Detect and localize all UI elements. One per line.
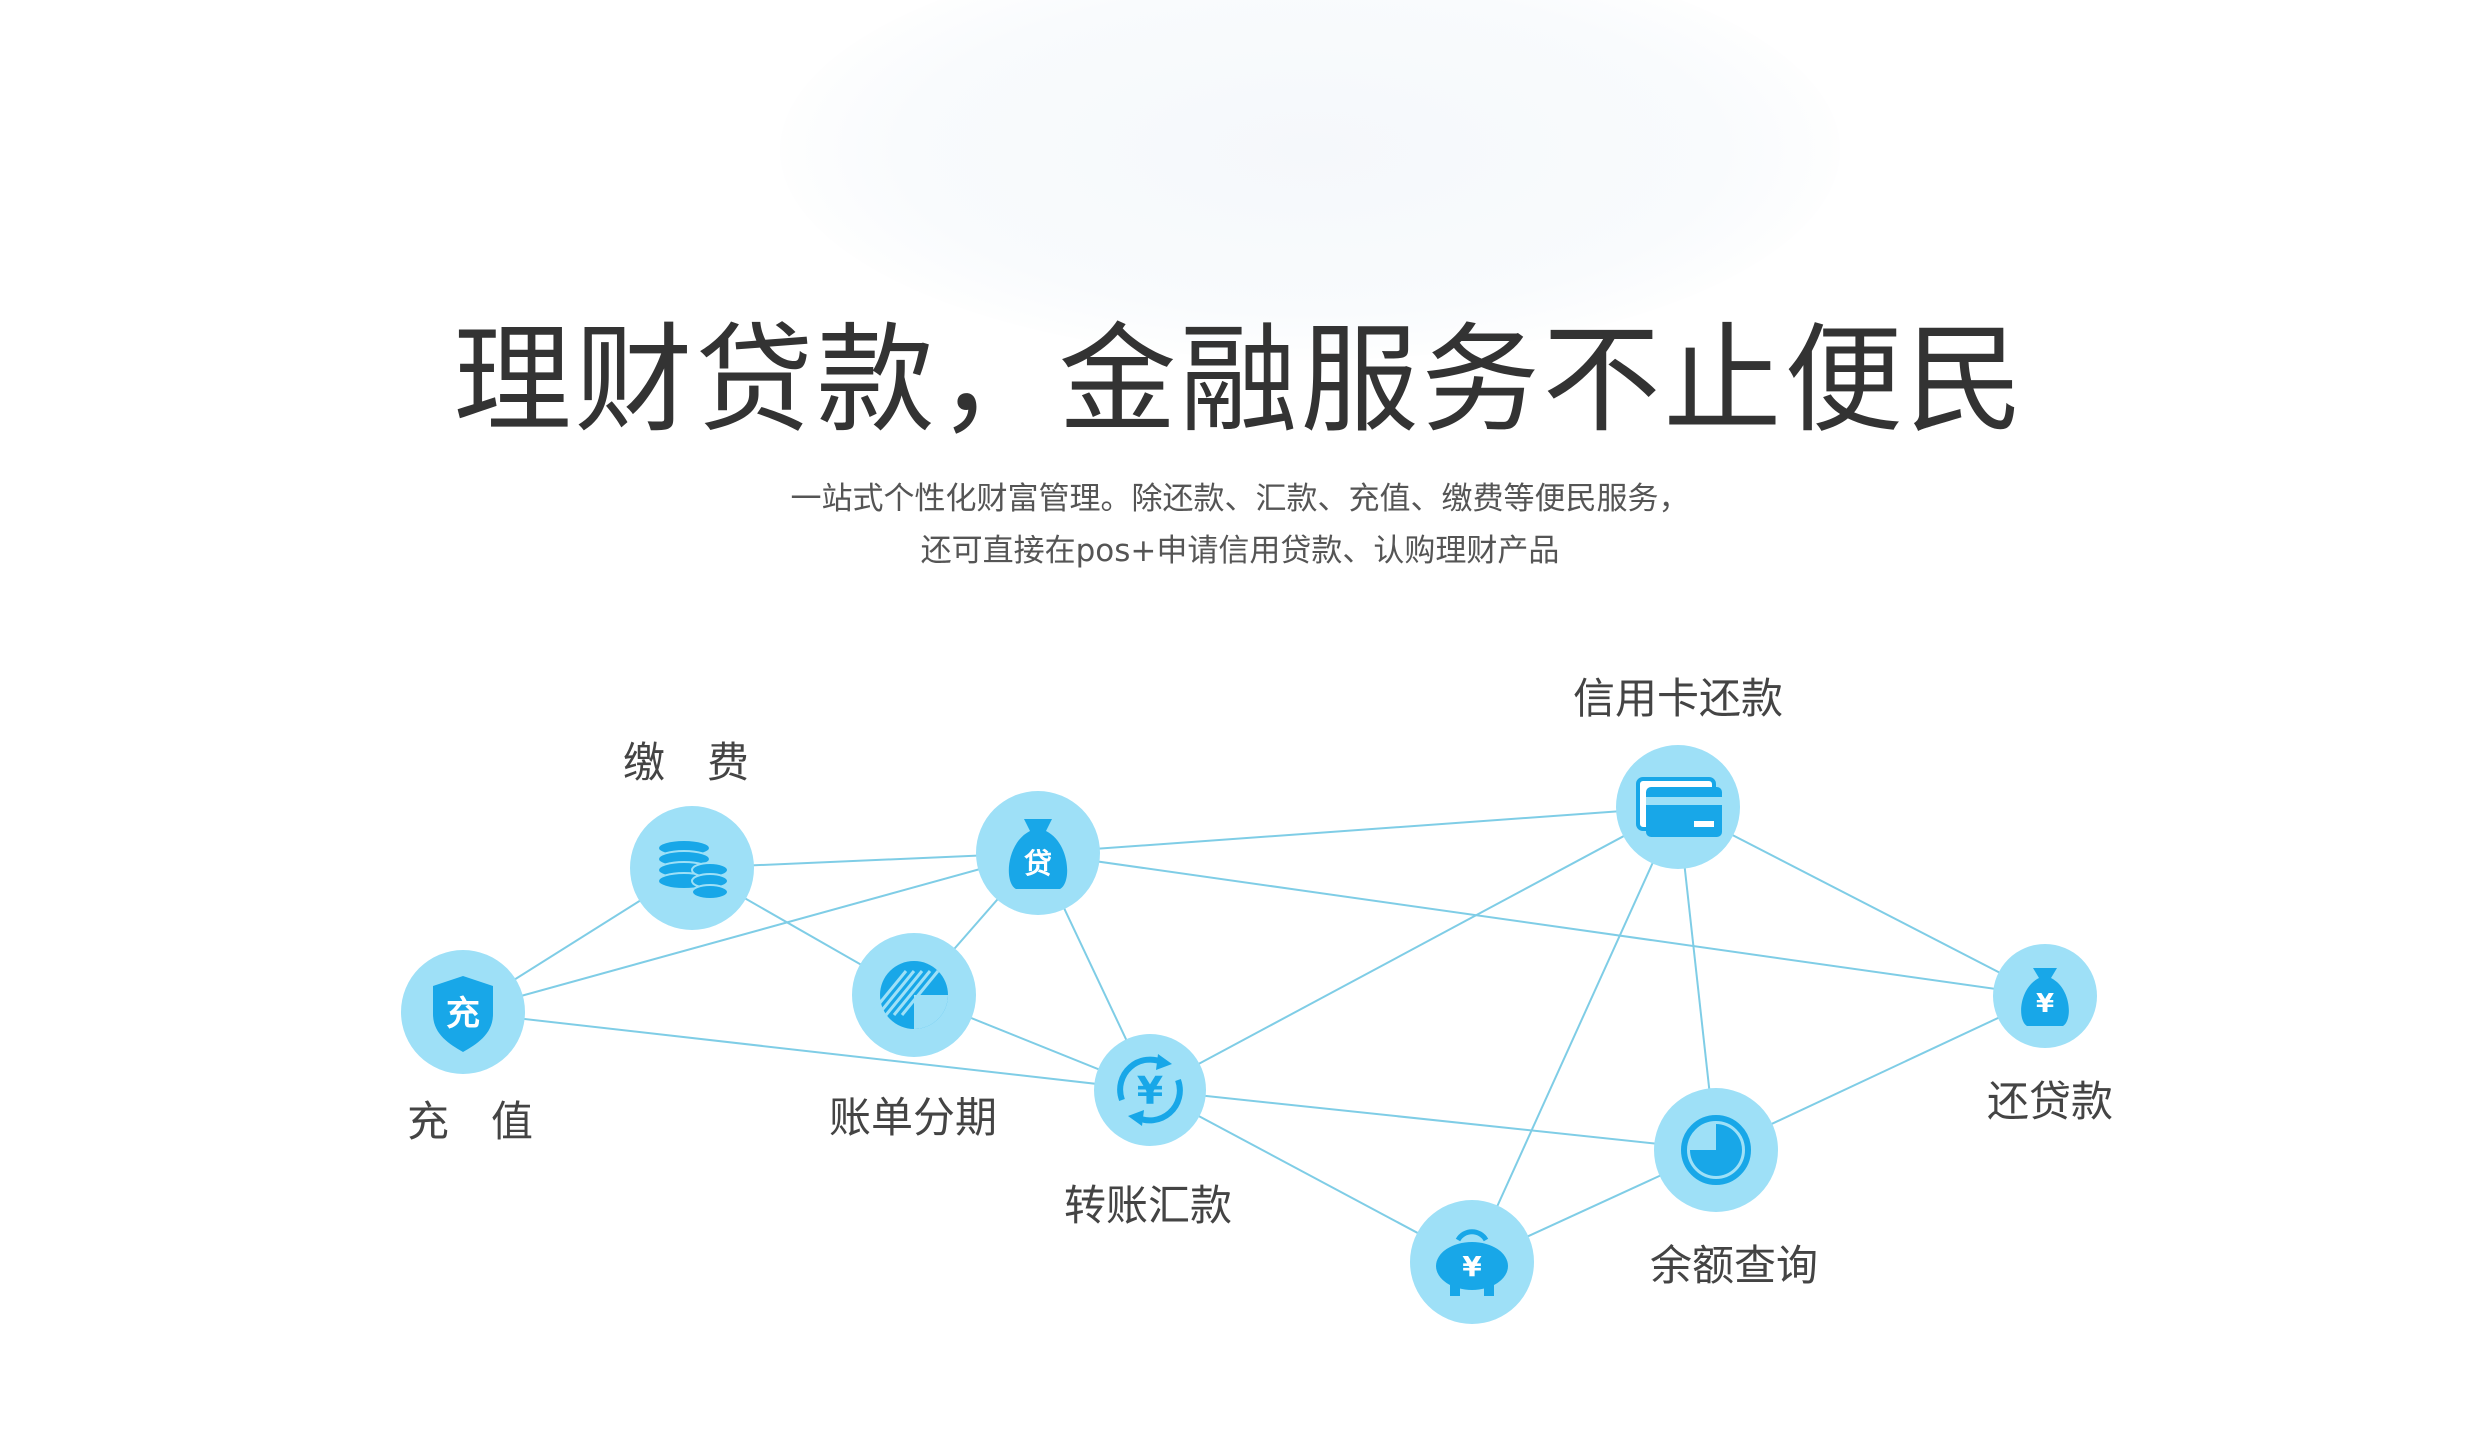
- quarter-circle-icon: [1681, 1115, 1751, 1185]
- label-installment: 账单分期: [828, 1093, 998, 1142]
- svg-text:¥: ¥: [1137, 1069, 1163, 1113]
- node-transfer[interactable]: ¥: [1094, 1034, 1206, 1146]
- label-transfer: 转账汇款: [1063, 1181, 1233, 1230]
- svg-text:¥: ¥: [1462, 1250, 1482, 1283]
- money-bag-icon: 贷: [1008, 819, 1068, 889]
- page-title: 理财贷款，金融服务不止便民: [453, 311, 2027, 449]
- svg-text:贷: 贷: [1024, 847, 1052, 880]
- node-recharge[interactable]: 充: [401, 950, 525, 1074]
- yuan-bag-icon: ¥: [2021, 968, 2069, 1026]
- network-nodes: 充 贷 ¥ ¥ ¥: [401, 745, 2097, 1324]
- background-cloud: [780, 0, 1840, 360]
- credit-card-icon: [1636, 777, 1722, 837]
- node-piggy[interactable]: ¥: [1410, 1200, 1534, 1324]
- svg-text:充: 充: [446, 994, 480, 1034]
- edge-loan-creditcard: [1037, 806, 1679, 854]
- shield-icon: 充: [433, 976, 493, 1052]
- node-creditcard[interactable]: [1616, 745, 1740, 869]
- node-balance[interactable]: [1654, 1088, 1778, 1212]
- label-recharge: 充 值: [406, 1097, 534, 1146]
- label-repayloan: 还贷款: [1986, 1077, 2114, 1126]
- edge-creditcard-repayloan: [1677, 806, 2046, 997]
- edge-transfer-balance: [1149, 1089, 1717, 1151]
- label-balance: 余额查询: [1649, 1241, 1819, 1290]
- node-circle: [1094, 1034, 1206, 1146]
- coin-stack-icon: [657, 839, 729, 900]
- pie-chart-icon: [868, 961, 948, 1029]
- yuan-circle-icon: ¥: [1117, 1054, 1183, 1126]
- svg-text:¥: ¥: [2036, 989, 2054, 1019]
- subtitle-line-2: 还可直接在pos+申请信用贷款、认购理财产品: [920, 533, 1560, 569]
- label-payfee: 缴 费: [622, 738, 750, 787]
- node-payfee[interactable]: [630, 806, 754, 930]
- node-repayloan[interactable]: ¥: [1993, 944, 2097, 1048]
- edge-transfer-creditcard: [1149, 806, 1679, 1091]
- node-installment[interactable]: [852, 933, 976, 1057]
- subtitle-line-1: 一站式个性化财富管理。除还款、汇款、充值、缴费等便民服务，: [790, 481, 1690, 517]
- edge-piggy-creditcard: [1471, 806, 1679, 1263]
- node-loan[interactable]: 贷: [976, 791, 1100, 915]
- edge-loan-repayloan: [1037, 852, 2046, 997]
- edge-recharge-transfer: [462, 1011, 1151, 1091]
- network-edges: [462, 806, 2046, 1263]
- edge-recharge-loan: [462, 852, 1039, 1013]
- label-creditcard: 信用卡还款: [1572, 674, 1784, 723]
- piggy-bank-icon: ¥: [1436, 1229, 1508, 1296]
